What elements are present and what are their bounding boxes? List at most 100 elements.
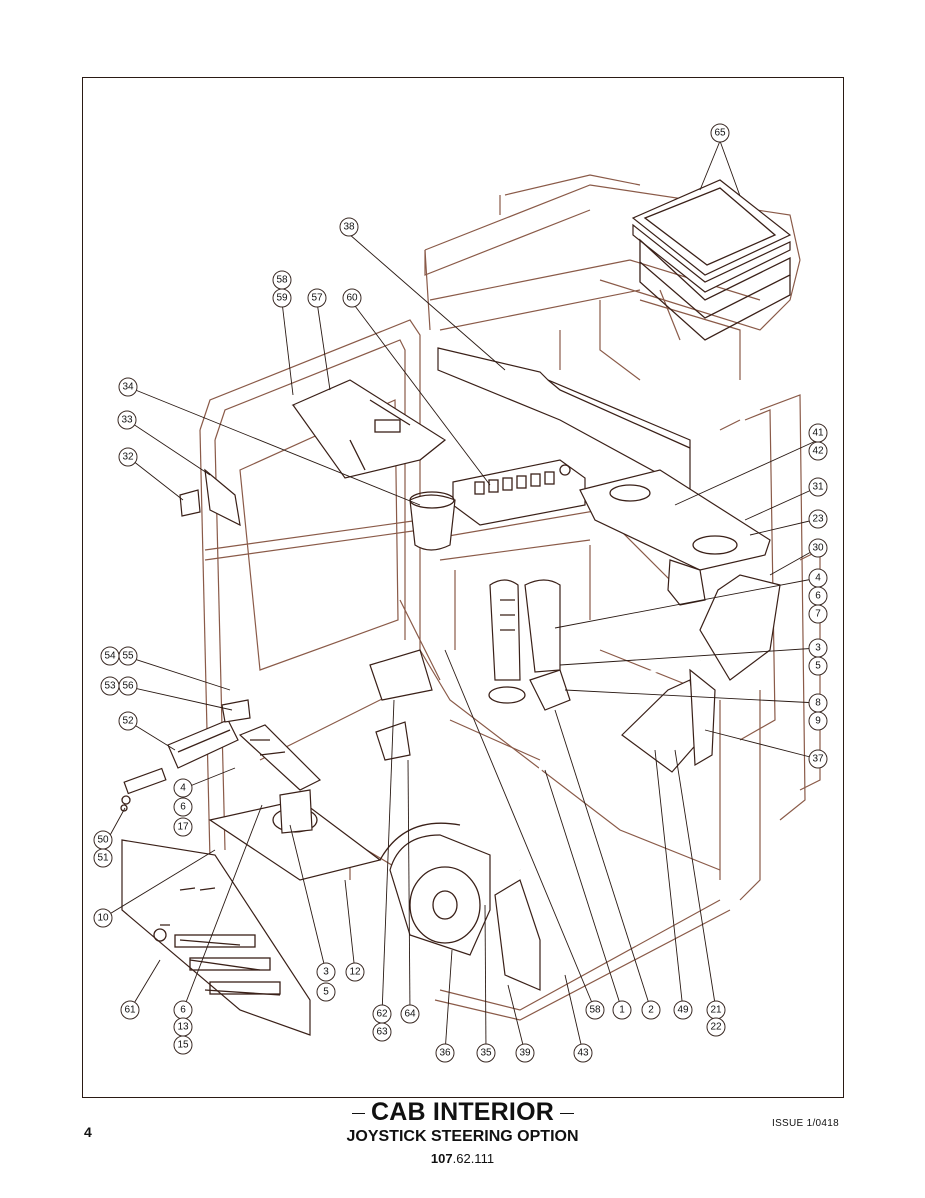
svg-text:22: 22 [710, 1022, 722, 1033]
callout-5-right: 5 [808, 656, 828, 676]
callout-59: 59 [272, 288, 292, 308]
page-title-text: CAB INTERIOR [365, 1098, 560, 1126]
cab-frame-outline [199, 174, 821, 1021]
callout-circles: 65 38 58 59 57 60 34 33 32 41 42 31 23 3… [93, 123, 828, 1063]
svg-text:39: 39 [519, 1048, 531, 1059]
callout-32: 32 [118, 447, 138, 467]
svg-text:21: 21 [710, 1005, 722, 1016]
callout-5-left: 5 [316, 982, 336, 1002]
callout-9: 9 [808, 711, 828, 731]
callout-3-right: 3 [808, 638, 828, 658]
svg-text:60: 60 [346, 293, 358, 304]
side-panel [699, 574, 781, 681]
callout-42: 42 [808, 441, 828, 461]
svg-text:31: 31 [812, 482, 824, 493]
callout-34: 34 [118, 377, 138, 397]
svg-text:53: 53 [104, 681, 116, 692]
svg-text:35: 35 [480, 1048, 492, 1059]
callout-30: 30 [808, 538, 828, 558]
svg-text:32: 32 [122, 452, 134, 463]
console-top-panel [579, 469, 771, 571]
callout-50: 50 [93, 830, 113, 850]
svg-text:38: 38 [343, 222, 355, 233]
callout-64: 64 [400, 1004, 420, 1024]
callout-38: 38 [339, 217, 359, 237]
svg-text:10: 10 [97, 913, 109, 924]
callout-36: 36 [435, 1043, 455, 1063]
callout-58: 58 [272, 270, 292, 290]
svg-text:6: 6 [815, 591, 821, 602]
callout-41: 41 [808, 423, 828, 443]
callout-58-bottom: 58 [585, 1000, 605, 1020]
callout-3-left: 3 [316, 962, 336, 982]
svg-text:58: 58 [276, 275, 288, 286]
svg-text:55: 55 [122, 651, 134, 662]
svg-text:34: 34 [122, 382, 134, 393]
seat-side-plate [494, 879, 541, 991]
svg-text:64: 64 [404, 1009, 416, 1020]
switch-panel [452, 459, 586, 526]
callout-57: 57 [307, 288, 327, 308]
callout-4-right: 4 [808, 568, 828, 588]
callout-21: 21 [706, 1000, 726, 1020]
svg-text:9: 9 [815, 716, 821, 727]
page-subtitle: JOYSTICK STEERING OPTION [346, 1128, 579, 1145]
callout-37: 37 [808, 749, 828, 769]
callout-8: 8 [808, 693, 828, 713]
callout-4-left: 4 [173, 778, 193, 798]
access-cover-plates [369, 649, 433, 761]
svg-text:59: 59 [276, 293, 288, 304]
callout-13: 13 [173, 1017, 193, 1037]
svg-text:57: 57 [311, 293, 323, 304]
callout-62: 62 [372, 1004, 392, 1024]
cup-holder [409, 491, 456, 551]
callout-6-bottom: 6 [173, 1000, 193, 1020]
callout-51: 51 [93, 848, 113, 868]
left-side-trims [120, 699, 251, 812]
callout-23: 23 [808, 509, 828, 529]
callout-56: 56 [118, 676, 138, 696]
callout-63: 63 [372, 1022, 392, 1042]
foot-pedals [488, 579, 571, 711]
svg-text:15: 15 [177, 1040, 189, 1051]
svg-text:5: 5 [815, 661, 821, 672]
callout-7: 7 [808, 604, 828, 624]
callout-49: 49 [673, 1000, 693, 1020]
console-bracket [667, 559, 706, 606]
svg-text:51: 51 [97, 853, 109, 864]
svg-text:49: 49 [677, 1005, 689, 1016]
joystick-assembly [208, 724, 382, 881]
svg-text:7: 7 [815, 609, 821, 620]
callout-22: 22 [706, 1017, 726, 1037]
callout-31: 31 [808, 477, 828, 497]
svg-text:17: 17 [177, 822, 189, 833]
callout-52: 52 [118, 711, 138, 731]
callout-43: 43 [573, 1043, 593, 1063]
callout-1: 1 [612, 1000, 632, 1020]
callout-39: 39 [515, 1043, 535, 1063]
document-number-rest: .62.111 [452, 1151, 495, 1166]
svg-text:1: 1 [619, 1005, 625, 1016]
callout-35: 35 [476, 1043, 496, 1063]
svg-text:12: 12 [349, 967, 361, 978]
page-title: CAB INTERIOR [0, 1093, 925, 1131]
callout-54: 54 [100, 646, 120, 666]
svg-text:37: 37 [812, 754, 824, 765]
svg-text:23: 23 [812, 514, 824, 525]
svg-text:56: 56 [122, 681, 134, 692]
document-number-bold: 107 [430, 1151, 453, 1166]
callout-10: 10 [93, 908, 113, 928]
svg-text:54: 54 [104, 651, 116, 662]
roof-filter-assembly [631, 179, 792, 341]
svg-text:4: 4 [815, 573, 821, 584]
callout-12: 12 [345, 962, 365, 982]
heater-canister [379, 822, 491, 956]
callout-15: 15 [173, 1035, 193, 1055]
svg-text:62: 62 [376, 1009, 388, 1020]
svg-text:65: 65 [714, 128, 726, 139]
svg-text:41: 41 [812, 428, 824, 439]
svg-text:3: 3 [815, 643, 821, 654]
fuse-relay-panel [121, 839, 311, 1036]
document-number: 107.62.111 [0, 1151, 925, 1166]
